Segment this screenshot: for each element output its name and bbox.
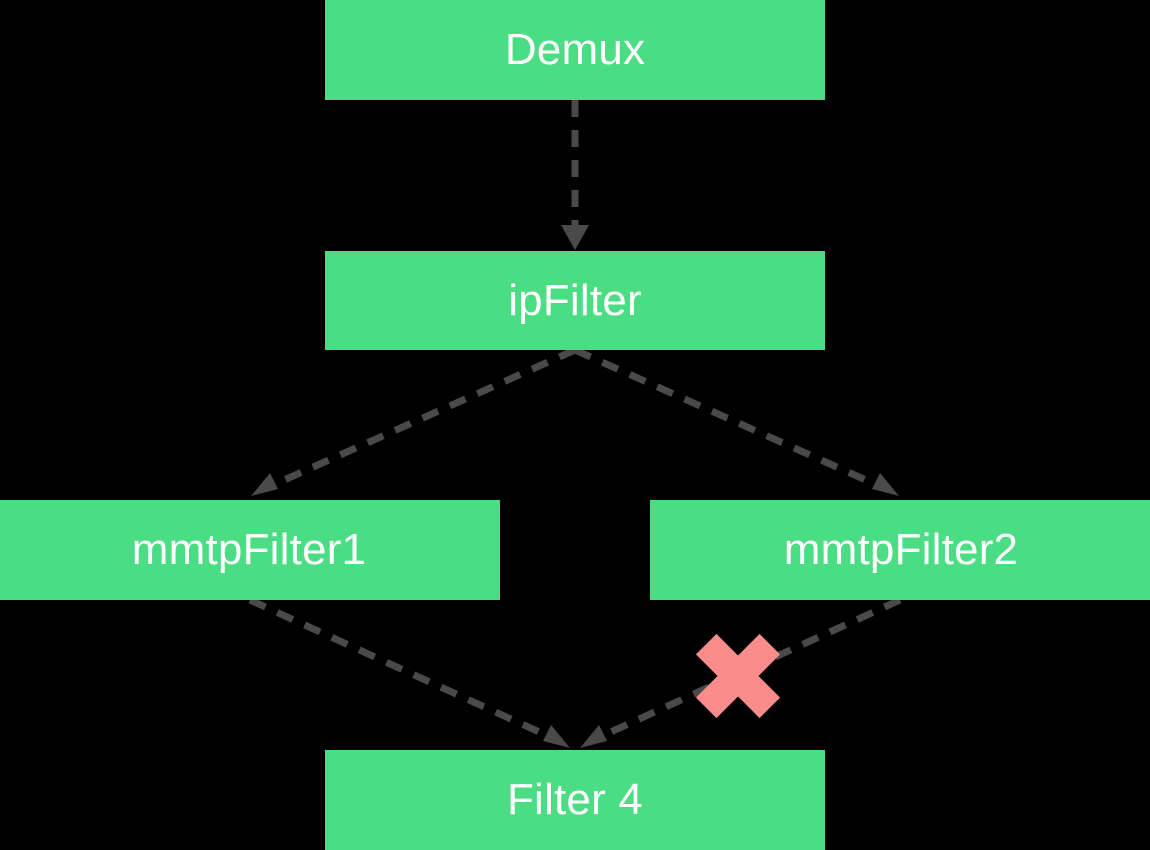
edge-mmtpfilter2-to-filter4 — [580, 596, 902, 748]
arrowhead-ipfilter-mmtpfilter1 — [251, 473, 278, 496]
node-demux[interactable]: Demux — [325, 0, 825, 100]
cross-icon-bar-horizontal — [695, 633, 781, 719]
edge-demux-to-ipfilter — [561, 100, 589, 250]
edge-mmtpfilter1-to-filter4 — [248, 596, 570, 748]
arrowhead-demux-ipfilter — [561, 225, 589, 250]
node-mmtpfilter2[interactable]: mmtpFilter2 — [650, 500, 1150, 600]
node-mmtpfilter1-label: mmtpFilter1 — [131, 525, 367, 574]
edge-line-mmtpfilter2-filter4 — [600, 596, 902, 740]
edge-ipfilter-to-mmtpfilter1 — [251, 346, 577, 496]
node-mmtpfilter2-label: mmtpFilter2 — [783, 525, 1019, 574]
edge-line-ipfilter-mmtpfilter1 — [271, 346, 577, 489]
node-filter4-label: Filter 4 — [506, 775, 644, 824]
node-ipfilter[interactable]: ipFilter — [325, 251, 825, 350]
edge-line-mmtpfilter1-filter4 — [248, 596, 550, 740]
cross-icon[interactable] — [674, 612, 801, 739]
node-ipfilter-label: ipFilter — [508, 275, 642, 325]
arrowhead-ipfilter-mmtpfilter2 — [872, 473, 899, 496]
edge-line-ipfilter-mmtpfilter2 — [573, 346, 879, 489]
arrowhead-mmtpfilter1-filter4 — [543, 725, 570, 748]
node-mmtpfilter1[interactable]: mmtpFilter1 — [0, 500, 500, 600]
node-demux-label: Demux — [504, 25, 646, 74]
node-filter4[interactable]: Filter 4 — [325, 750, 825, 850]
edge-ipfilter-to-mmtpfilter2 — [573, 346, 899, 496]
arrowhead-mmtpfilter2-filter4 — [580, 725, 607, 748]
cross-icon-bar-vertical — [695, 633, 781, 719]
